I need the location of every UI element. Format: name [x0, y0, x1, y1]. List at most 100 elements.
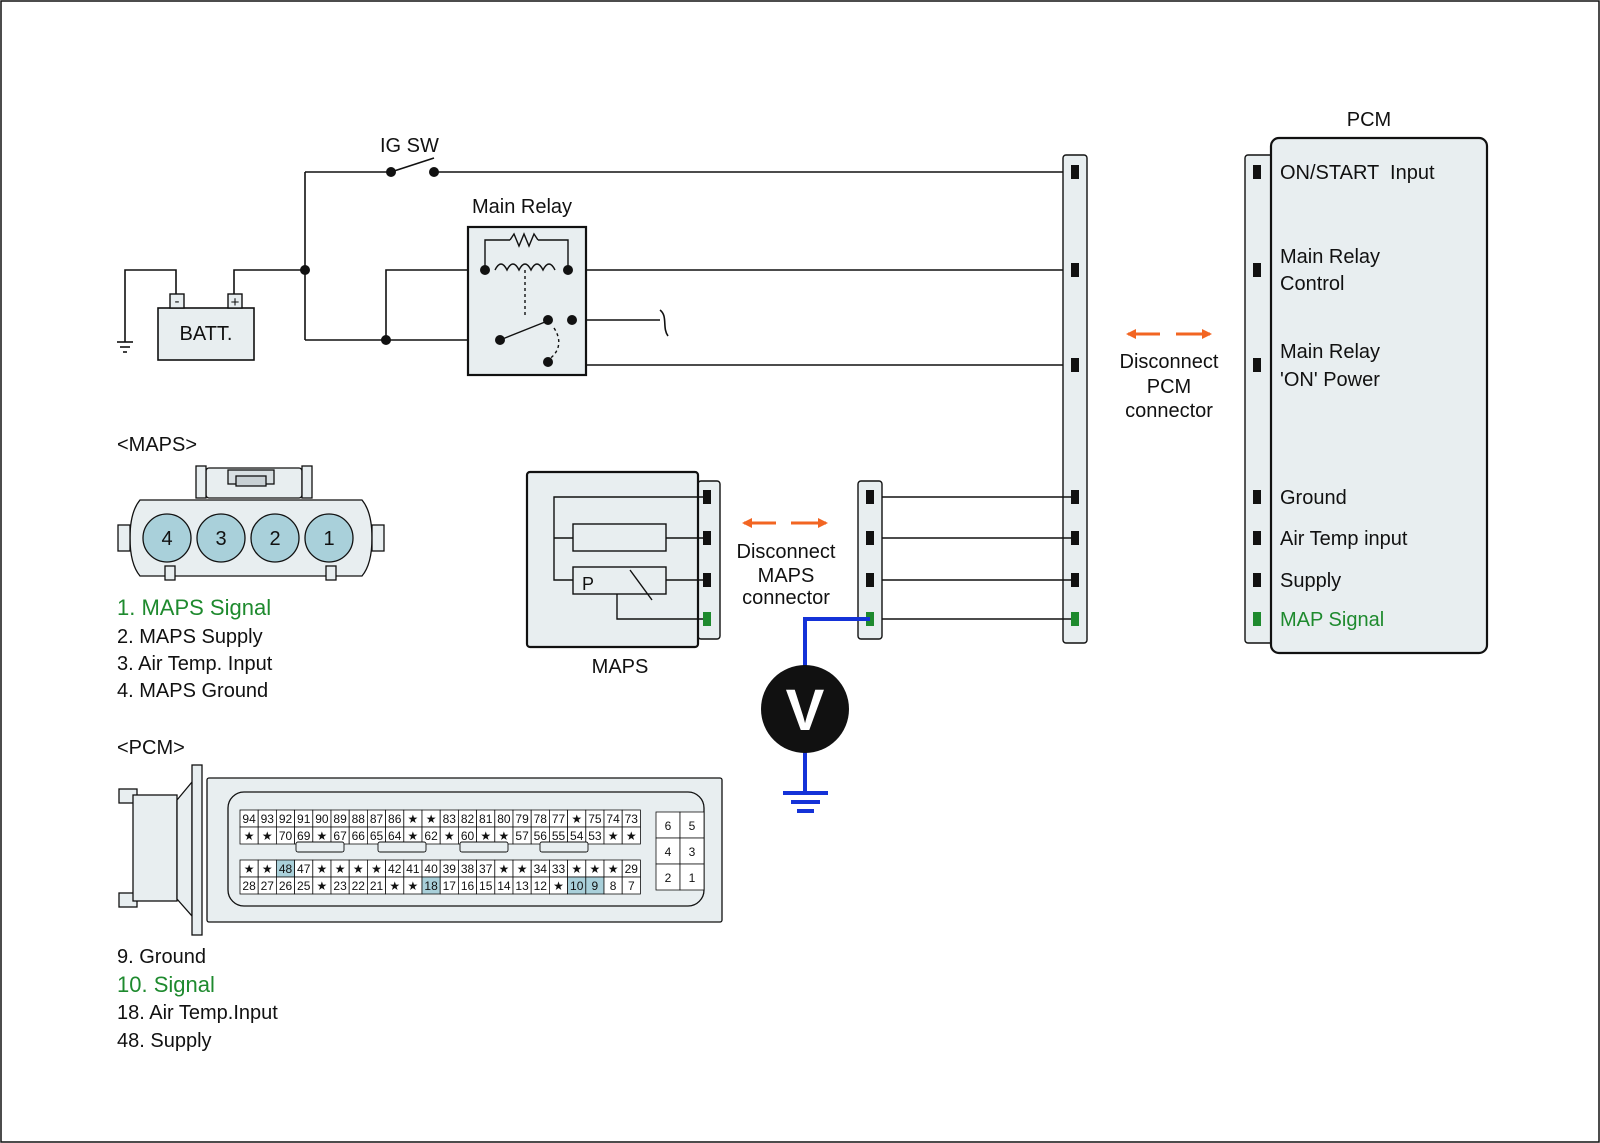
- pcm-pin-number: 21: [370, 879, 384, 893]
- pcm-pin-number: ★: [335, 862, 346, 876]
- pcm-pin: [1253, 165, 1261, 179]
- pcm-pin-number: ★: [571, 812, 582, 826]
- pcm-pin-number: 60: [461, 829, 475, 843]
- pcm-legend-9: 9. Ground: [117, 946, 206, 968]
- pcm-pin-number: 18: [424, 879, 438, 893]
- maps-p-label: P: [582, 574, 594, 594]
- disconnect-pcm-line1: Disconnect: [1120, 351, 1219, 373]
- pcm-pin-number: 38: [461, 862, 475, 876]
- pcm-pin-number: ★: [626, 829, 637, 843]
- power-circuit: [117, 157, 1077, 366]
- disconnect-pcm-line2: PCM: [1147, 376, 1191, 398]
- pcm-pin: [1253, 612, 1261, 626]
- pcm-pin-number: ★: [499, 829, 510, 843]
- maps-sensor-label: MAPS: [592, 656, 649, 678]
- pcm-pin-label-main-relay-control-2: Control: [1280, 273, 1344, 295]
- pcm-pin: [1253, 490, 1261, 504]
- harness-pins: [1071, 165, 1079, 626]
- pcm-small-pin-number: 5: [689, 819, 696, 833]
- pcm-pin-label-ground: Ground: [1280, 487, 1347, 509]
- pcm-pin-number: 29: [625, 862, 639, 876]
- pcm-pin-number: 92: [279, 812, 293, 826]
- pcm-pin-number: 94: [242, 812, 256, 826]
- battery: - + BATT.: [157, 293, 255, 361]
- pcm-small-pin-number: 2: [665, 871, 672, 885]
- pcm-pin-number: ★: [317, 862, 328, 876]
- disconnect-maps-line1: Disconnect: [737, 541, 836, 563]
- pcm-pin-number: 42: [388, 862, 402, 876]
- pcm-pin-number: 16: [461, 879, 475, 893]
- pcm-pin-number: 93: [261, 812, 275, 826]
- pcm-small-pin-number: 3: [689, 845, 696, 859]
- pcm-legend-10: 10. Signal: [117, 972, 215, 997]
- maps-legend-1: 1. MAPS Signal: [117, 595, 271, 620]
- pcm-pin-number: 89: [333, 812, 347, 826]
- pcm-pin-number: ★: [408, 829, 419, 843]
- pcm-pin-number: 33: [552, 862, 566, 876]
- ig-switch-contact: [429, 167, 439, 177]
- pcm-pin-number: 13: [515, 879, 529, 893]
- pcm-pin: [1253, 358, 1261, 372]
- pcm-pin-number: 80: [497, 812, 511, 826]
- pcm-pin-number: 73: [625, 812, 639, 826]
- pcm-pin-number: 7: [628, 879, 635, 893]
- maps-pin-3: 3: [215, 528, 226, 550]
- maps-pin-2: 2: [269, 528, 280, 550]
- pcm-pin-number: ★: [426, 812, 437, 826]
- pcm-legend-18: 18. Air Temp.Input: [117, 1002, 278, 1024]
- pcm-pin-number: ★: [408, 879, 419, 893]
- pcm-pin-number: 79: [515, 812, 529, 826]
- pcm-pin-number: 14: [497, 879, 511, 893]
- pcm-latch-tab: [459, 841, 509, 853]
- pcm-pin-number: 15: [479, 879, 493, 893]
- pcm-pin-number: 69: [297, 829, 311, 843]
- pcm-pin-number: 62: [424, 829, 438, 843]
- pcm-block: PCM ON/START Input Main Relay Control Ma…: [1244, 109, 1489, 655]
- pcm-small-pin-number: 1: [689, 871, 696, 885]
- pcm-pin-number: 40: [424, 862, 438, 876]
- voltmeter: V: [761, 665, 849, 753]
- pcm-pin-number: 53: [588, 829, 602, 843]
- battery-plus-label: +: [231, 294, 240, 311]
- pcm-pin-number: 87: [370, 812, 384, 826]
- pcm-pin-number: 65: [370, 829, 384, 843]
- pcm-latch-tab: [295, 841, 345, 853]
- pcm-connector-title: <PCM>: [117, 737, 185, 759]
- pcm-latch-tab: [539, 841, 589, 853]
- ig-switch-contact: [386, 167, 396, 177]
- pcm-pin-number: ★: [408, 812, 419, 826]
- pcm-pin-cell: [621, 876, 641, 895]
- pcm-pin-number: 55: [552, 829, 566, 843]
- pcm-pin-number: 41: [406, 862, 420, 876]
- pcm-pin-number: ★: [244, 862, 255, 876]
- pcm-pin-label-map-signal: MAP Signal: [1280, 609, 1384, 631]
- voltmeter-symbol: V: [786, 678, 825, 743]
- pcm-pin-number: 9: [592, 879, 599, 893]
- pcm-pin-number: ★: [444, 829, 455, 843]
- pcm-pin-number: ★: [499, 862, 510, 876]
- pcm-pin-number: ★: [262, 862, 273, 876]
- pcm-pin-number: 78: [534, 812, 548, 826]
- pcm-pin-number: 26: [279, 879, 293, 893]
- maps-legend-4: 4. MAPS Ground: [117, 680, 268, 702]
- pcm-pin-number: 37: [479, 862, 493, 876]
- pcm-pin-label-main-relay-on-2: 'ON' Power: [1280, 369, 1380, 391]
- pcm-pin-number: 81: [479, 812, 493, 826]
- pcm-pin-number: ★: [389, 879, 400, 893]
- pcm-pin-number: 23: [333, 879, 347, 893]
- pcm-pin-number: 77: [552, 812, 566, 826]
- pcm-small-pin-cell: [655, 811, 681, 839]
- pcm-pin-number: ★: [371, 862, 382, 876]
- disconnect-maps-line3: connector: [742, 587, 830, 609]
- pcm-small-pin-cell: [655, 837, 681, 865]
- pcm-pin-number: 67: [333, 829, 347, 843]
- pcm-pin-number: 54: [570, 829, 584, 843]
- maps-legend-2: 2. MAPS Supply: [117, 626, 263, 648]
- pcm-pin-number: 10: [570, 879, 584, 893]
- pcm-pin-number: 39: [443, 862, 457, 876]
- pcm-small-pin-number: 6: [665, 819, 672, 833]
- maps-legend-3: 3. Air Temp. Input: [117, 653, 273, 675]
- pcm-small-pin-cell: [679, 863, 705, 891]
